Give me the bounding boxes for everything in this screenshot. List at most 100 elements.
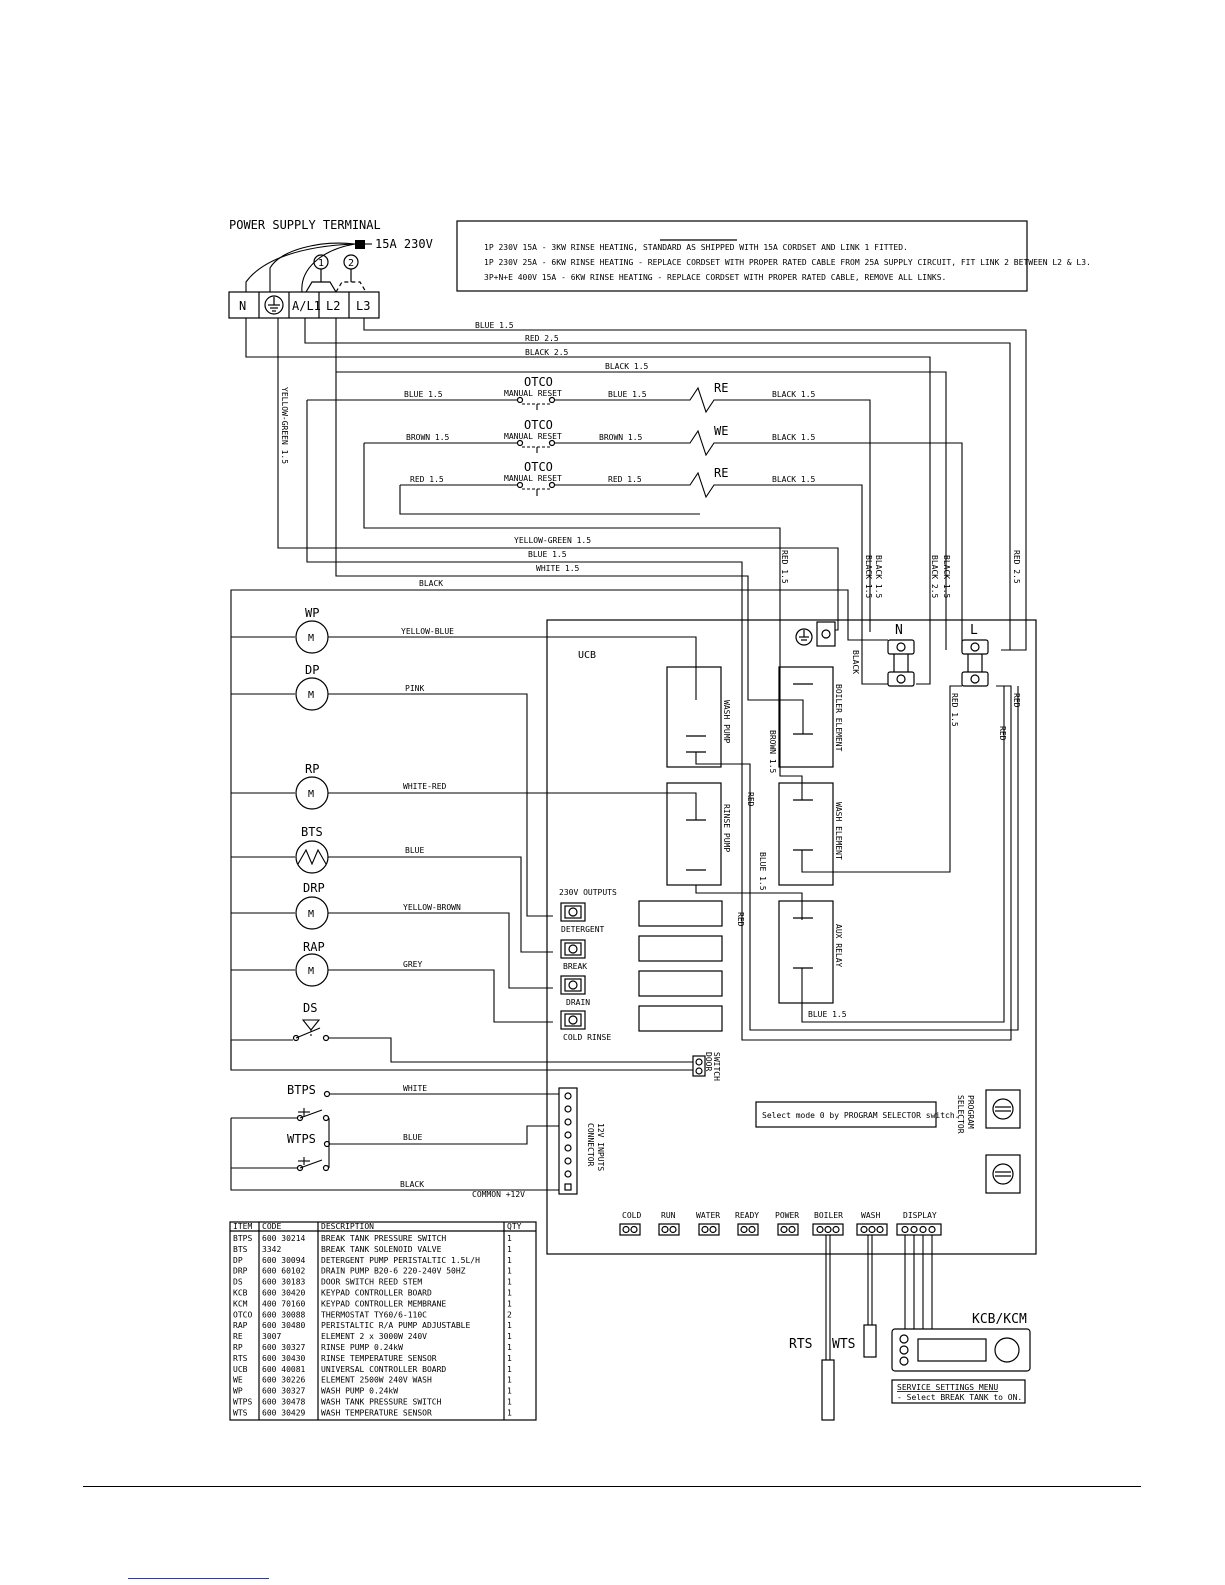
svg-text:BTPS: BTPS: [287, 1083, 316, 1097]
ucb-board: UCB: [546, 619, 1037, 1255]
table-cell: 1: [507, 1398, 512, 1407]
svg-text:BLUE 1.5: BLUE 1.5: [475, 321, 514, 330]
svg-text:M: M: [308, 690, 314, 701]
service-menu-note: SERVICE SETTINGS MENU - Select BREAK TAN…: [891, 1379, 1026, 1404]
table-cell: WASH TEMPERATURE SENSOR: [321, 1408, 432, 1417]
motor-rp: M RP WHITE-RED: [231, 762, 697, 820]
svg-text:WHITE-RED: WHITE-RED: [403, 782, 447, 791]
svg-text:BLACK 2.5: BLACK 2.5: [525, 348, 569, 357]
led-row: COLD RUN WATER READY POWER BOILER WASH D…: [619, 1211, 942, 1236]
otco-row-2: BROWN 1.5 OTCO MANUAL RESET BROWN 1.5 WE…: [363, 418, 963, 670]
svg-text:YELLOW-GREEN 1.5: YELLOW-GREEN 1.5: [280, 387, 289, 464]
relay-rinse-pump: RINSE PUMP: [666, 782, 803, 920]
svg-text:DS: DS: [303, 1001, 317, 1015]
svg-text:WATER: WATER: [696, 1211, 720, 1220]
svg-text:WASH PUMP: WASH PUMP: [722, 700, 731, 744]
board-wiring: RED RED BROWN 1.5 BLUE 1.5: [695, 632, 1019, 1031]
svg-text:M: M: [308, 789, 314, 800]
terminal-block: N A/L1 L2 L3: [228, 291, 380, 319]
table-cell: KCM: [233, 1299, 248, 1308]
sensor-rts: RTS: [789, 1235, 835, 1421]
svg-text:BLACK: BLACK: [419, 579, 443, 588]
notes-box: 1P 230V 15A - 3KW RINSE HEATING, STANDAR…: [456, 220, 1091, 292]
table-cell: RP: [233, 1343, 243, 1352]
svg-text:COLD: COLD: [622, 1211, 641, 1220]
svg-text:BLUE 1.5: BLUE 1.5: [758, 852, 767, 891]
link-2: 2: [335, 254, 367, 293]
table-cell: BTPS: [233, 1234, 252, 1243]
table-cell: 1: [507, 1245, 512, 1254]
terminal-al1: A/L1: [292, 299, 321, 313]
svg-text:BOILER: BOILER: [814, 1211, 843, 1220]
svg-text:BLUE 1.5: BLUE 1.5: [528, 550, 567, 559]
table-cell: 600 30183: [262, 1278, 306, 1287]
svg-text:PROGRAM: PROGRAM: [966, 1095, 975, 1129]
svg-text:DOOR: DOOR: [704, 1052, 713, 1071]
svg-text:COLD RINSE: COLD RINSE: [563, 1033, 611, 1042]
table-cell: WASH TANK PRESSURE SWITCH: [321, 1398, 442, 1407]
svg-text:RED: RED: [736, 912, 745, 927]
svg-text:MANUAL RESET: MANUAL RESET: [504, 389, 562, 398]
svg-text:YELLOW-BROWN: YELLOW-BROWN: [403, 903, 461, 912]
table-cell: 1: [507, 1365, 512, 1374]
table-cell: 600 30094: [262, 1256, 306, 1265]
svg-text:BLACK: BLACK: [400, 1180, 424, 1189]
supply-rating: 15A 230V: [375, 237, 433, 251]
table-cell: 600 40081: [262, 1365, 306, 1374]
svg-text:BOILER ELEMENT: BOILER ELEMENT: [834, 684, 843, 752]
note-3: 3P+N+E 400V 15A - 6KW RINSE HEATING - RE…: [484, 273, 946, 282]
table-cell: 400 70160: [262, 1299, 306, 1308]
svg-text:BROWN 1.5: BROWN 1.5: [406, 433, 450, 442]
table-cell: DS: [233, 1278, 243, 1287]
svg-text:MANUAL RESET: MANUAL RESET: [504, 474, 562, 483]
sensor-wts: WTS: [832, 1235, 877, 1358]
terminal-n: N: [239, 299, 246, 313]
door-switch-connector: SWITCH DOOR: [692, 1052, 721, 1081]
svg-text:DRAIN: DRAIN: [566, 998, 590, 1007]
svg-text:BLACK 1.5: BLACK 1.5: [874, 555, 883, 599]
svg-text:BLUE 1.5: BLUE 1.5: [608, 390, 647, 399]
table-cell: WTPS: [233, 1398, 252, 1407]
supply-wires: BLUE 1.5 RED 2.5 BLACK 2.5 BLACK 1.5 YEL…: [245, 318, 1027, 1041]
footer-link-underline: [128, 1578, 269, 1579]
footer-rule: [83, 1486, 1141, 1487]
table-cell: OTCO: [233, 1310, 252, 1319]
table-cell: 1: [507, 1267, 512, 1276]
svg-text:YELLOW-BLUE: YELLOW-BLUE: [401, 627, 454, 636]
table-header-cell: DESCRIPTION: [321, 1222, 374, 1231]
motor-rap: M RAP GREY: [231, 940, 553, 1023]
table-cell: BREAK TANK SOLENOID VALVE: [321, 1245, 442, 1254]
svg-text:UCB: UCB: [578, 650, 596, 661]
table-cell: THERMOSTAT TY60/6-110C: [321, 1310, 427, 1319]
table-header-cell: QTY: [507, 1222, 522, 1231]
table-cell: WASH PUMP 0.24kW: [321, 1387, 398, 1396]
relay-wash-pump: WASH PUMP: [666, 666, 731, 768]
table-cell: 600 30327: [262, 1343, 306, 1352]
table-cell: WE: [233, 1376, 243, 1385]
table-cell: 600 30420: [262, 1289, 306, 1298]
table-cell: RINSE PUMP 0.24kW: [321, 1343, 403, 1352]
table-cell: 1: [507, 1234, 512, 1243]
table-cell: KEYPAD CONTROLLER BOARD: [321, 1289, 432, 1298]
table-cell: 1: [507, 1278, 512, 1287]
table-cell: 600 30088: [262, 1310, 306, 1319]
solenoid-bts: BTS BLUE: [231, 825, 553, 953]
motor-wp: M WP YELLOW-BLUE: [231, 606, 697, 700]
svg-text:RE: RE: [714, 381, 728, 395]
svg-text:BLUE: BLUE: [405, 846, 424, 855]
svg-text:GREY: GREY: [403, 960, 422, 969]
motor-drp: M DRP YELLOW-BROWN: [231, 881, 553, 989]
table-cell: 600 60102: [262, 1267, 306, 1276]
board-earth-terminal: [795, 621, 836, 647]
svg-text:WASH ELEMENT: WASH ELEMENT: [834, 802, 843, 860]
table-cell: 2: [507, 1310, 512, 1319]
table-cell: 3007: [262, 1332, 281, 1341]
